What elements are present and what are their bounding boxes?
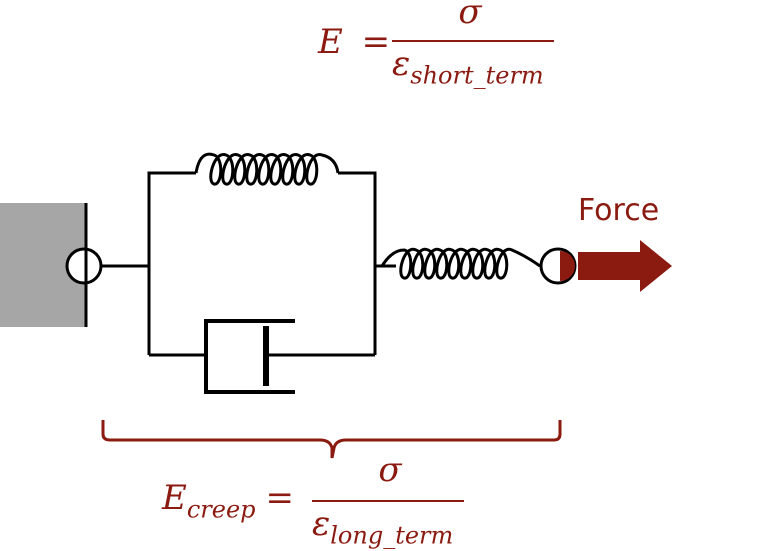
fraction-bar	[312, 500, 464, 502]
equation-lhs: Ecreep =	[162, 478, 294, 523]
fraction-bar	[392, 40, 554, 42]
dashpot-cylinder	[204, 319, 295, 394]
creep-bracket	[101, 420, 562, 459]
strain-symbol: ε	[392, 44, 411, 84]
equation-denominator: εshort_term	[392, 44, 544, 89]
strain-subscript: long_term	[330, 521, 454, 550]
equals-sign: =	[361, 22, 391, 62]
modulus-symbol: E	[162, 478, 187, 518]
modulus-subscript: creep	[186, 495, 256, 524]
equals-sign: =	[265, 478, 295, 518]
modulus-symbol: E	[318, 22, 343, 62]
force-label: Force	[578, 193, 660, 228]
left-pin-joint	[65, 247, 103, 285]
series-spring	[380, 247, 541, 280]
frame-left	[147, 171, 196, 355]
strain-symbol: ε	[312, 504, 331, 544]
equation-numerator: σ	[378, 450, 402, 490]
parallel-spring	[194, 152, 340, 186]
frame-right	[338, 171, 377, 355]
pin-load-marker	[560, 251, 575, 281]
equation-lhs: E =	[318, 22, 390, 62]
equation-denominator: εlong_term	[312, 504, 453, 549]
force-arrow	[578, 240, 672, 292]
equation-numerator: σ	[458, 0, 482, 32]
creep-modulus-equation: Ecreep = σ εlong_term	[0, 450, 768, 551]
strain-subscript: short_term	[410, 61, 544, 90]
short-term-modulus-equation: E = σ εshort_term	[0, 0, 768, 110]
